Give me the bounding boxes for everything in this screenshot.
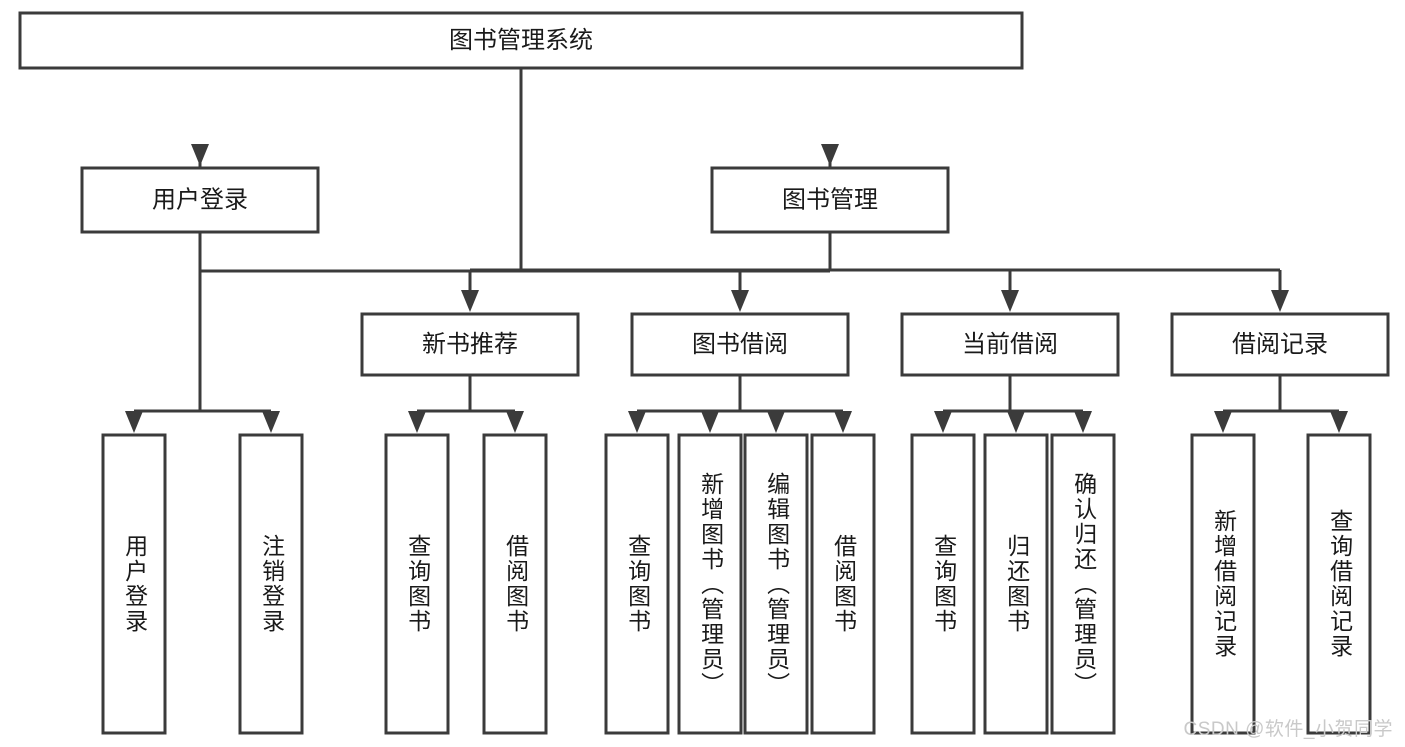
current-borrow-to-leaves-arrow-0 — [934, 411, 952, 433]
book-borrow-to-leaves-arrow-1 — [701, 411, 719, 433]
node-label-root: 图书管理系统 — [449, 27, 593, 54]
node-box-leaf-borrow-book-new[interactable] — [482, 433, 548, 735]
node-box-leaf-query-book-borrow[interactable] — [604, 433, 670, 735]
node-box-leaf-return-book[interactable] — [983, 433, 1049, 735]
node-box-root[interactable] — [18, 11, 1024, 70]
node-box-user-login[interactable] — [80, 166, 320, 234]
bookmgmt-to-l3-arrow-2 — [1001, 290, 1019, 312]
node-box-leaf-user-login[interactable] — [101, 433, 167, 735]
csdn-watermark: CSDN @软件_小贺同学 — [1183, 719, 1393, 740]
node-box-leaf-borrow-book[interactable] — [810, 433, 876, 735]
userlogin-to-leaves-arrow-1 — [262, 411, 280, 433]
node-label-current-borrow: 当前借阅 — [962, 331, 1058, 358]
node-box-leaf-add-borrow-record[interactable] — [1190, 433, 1256, 735]
node-label-borrow-record: 借阅记录 — [1232, 331, 1328, 358]
new-book-recommend-to-leaves-arrow-1 — [506, 411, 524, 433]
node-box-new-book-recommend[interactable] — [360, 312, 580, 377]
current-borrow-to-leaves-arrow-2 — [1074, 411, 1092, 433]
node-box-leaf-logout[interactable] — [238, 433, 304, 735]
bookmgmt-to-l3-arrow-3 — [1271, 290, 1289, 312]
node-label-book-borrow: 图书借阅 — [692, 331, 788, 358]
book-borrow-to-leaves-arrow-3 — [834, 411, 852, 433]
node-box-leaf-confirm-return-admin[interactable] — [1050, 433, 1116, 735]
root-to-l2-arrow-0 — [191, 144, 209, 166]
node-box-leaf-query-borrow-record[interactable] — [1306, 433, 1372, 735]
bookmgmt-to-l3-arrow-1 — [731, 290, 749, 312]
node-label-new-book-recommend: 新书推荐 — [422, 331, 518, 358]
node-box-leaf-query-book-current[interactable] — [910, 433, 976, 735]
node-box-leaf-query-book-new[interactable] — [384, 433, 450, 735]
root-to-l2-arrow-1 — [821, 144, 839, 166]
node-box-book-management[interactable] — [710, 166, 950, 234]
node-label-user-login: 用户登录 — [152, 186, 248, 213]
node-label-book-management: 图书管理 — [782, 186, 878, 213]
book-borrow-to-leaves-arrow-2 — [767, 411, 785, 433]
node-box-borrow-record[interactable] — [1170, 312, 1390, 377]
borrow-record-to-leaves-arrow-0 — [1214, 411, 1232, 433]
node-box-current-borrow[interactable] — [900, 312, 1120, 377]
node-box-leaf-add-book-admin[interactable] — [677, 433, 743, 735]
bookmgmt-to-l3-arrow-0 — [461, 290, 479, 312]
book-borrow-to-leaves-arrow-0 — [628, 411, 646, 433]
new-book-recommend-to-leaves-arrow-0 — [408, 411, 426, 433]
borrow-record-to-leaves-arrow-1 — [1330, 411, 1348, 433]
connectors-layer — [125, 68, 1348, 433]
boxes-layer — [18, 11, 1390, 735]
userlogin-to-leaves-arrow-0 — [125, 411, 143, 433]
node-box-leaf-edit-book-admin[interactable] — [743, 433, 809, 735]
current-borrow-to-leaves-arrow-1 — [1007, 411, 1025, 433]
node-box-book-borrow[interactable] — [630, 312, 850, 377]
